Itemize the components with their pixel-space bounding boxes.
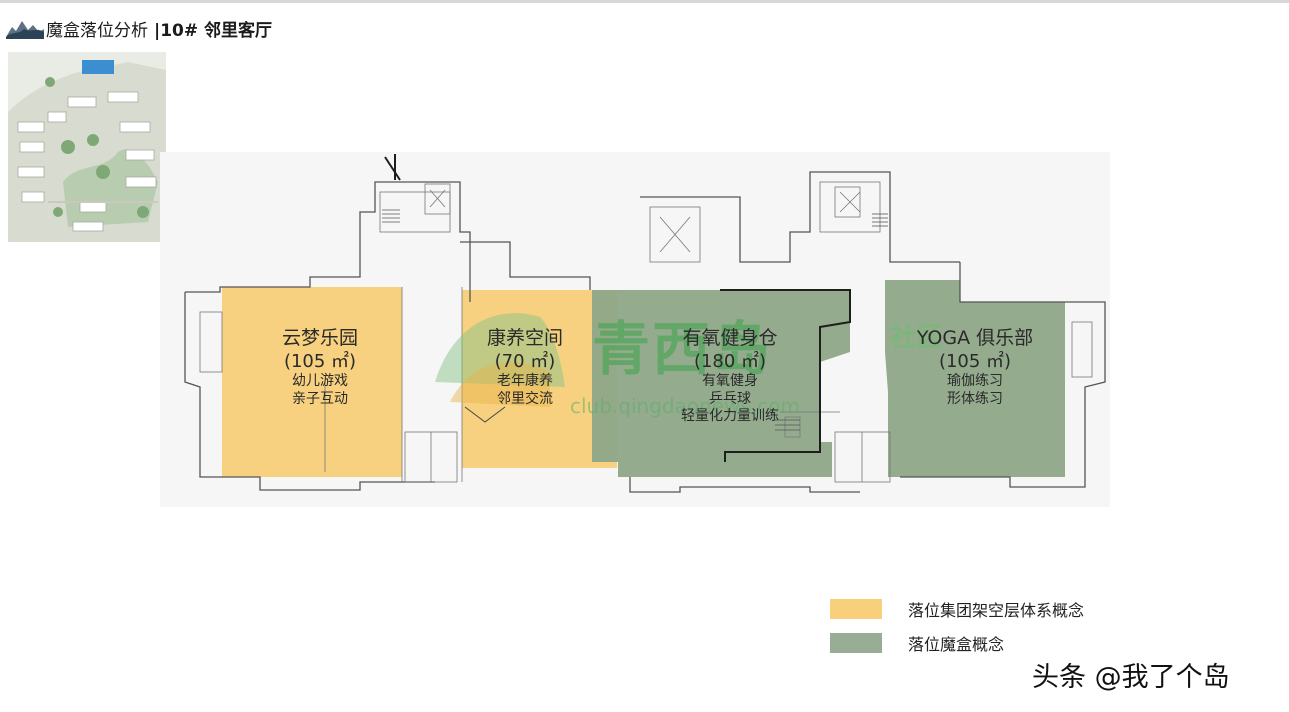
- top-border: [0, 0, 1289, 3]
- legend-label: 落位集团架空层体系概念: [908, 601, 1085, 620]
- zone-activity: 有氧健身: [702, 373, 758, 390]
- zone-activity: 瑜伽练习: [947, 373, 1003, 390]
- zone-activity: 形体练习: [947, 390, 1003, 407]
- zone-area: (105 ㎡): [283, 350, 357, 372]
- zone-fill-yoga: [885, 280, 1065, 477]
- watermark-tag: 社区: [890, 323, 943, 353]
- legend-swatch-green: [830, 633, 882, 653]
- zone-name: YOGA 俱乐部: [916, 327, 1034, 349]
- zone-area: (70 ㎡): [494, 350, 556, 372]
- zone-fill-yunmeng: [222, 287, 402, 477]
- zone-activity: 亲子互动: [292, 390, 348, 407]
- zone-label-yunmeng: 云梦乐园 (105 ㎡) 幼儿游戏 亲子互动: [240, 327, 400, 408]
- zone-area: (180 ㎡): [693, 350, 767, 372]
- zone-name: 有氧健身仓: [682, 327, 778, 349]
- legend-swatch-yellow: [830, 599, 882, 619]
- legend: 落位集团架空层体系概念 落位魔盒概念: [830, 592, 1084, 660]
- zone-label-yoga: YOGA 俱乐部 (105 ㎡) 瑜伽练习 形体练习: [890, 327, 1060, 408]
- zone-label-kangyang: 康养空间 (70 ㎡) 老年康养 邻里交流: [450, 327, 600, 408]
- credit-watermark: 头条 @我了个岛: [1032, 662, 1230, 693]
- zone-label-fitness: 有氧健身仓 (180 ㎡) 有氧健身 乒乓球 轻量化力量训练: [630, 327, 830, 426]
- zone-activity: 幼儿游戏: [292, 373, 348, 390]
- zone-activity: 乒乓球: [709, 390, 751, 407]
- watermark-chinese: 青西岛: [592, 315, 773, 383]
- watermark-url: club.qingdaonews.com: [570, 394, 800, 418]
- floor-plan: 青西岛 club.qingdaonews.com 社区 云梦乐园 (105 ㎡)…: [160, 152, 1110, 507]
- slide-header: 魔盒落位分析 |10# 邻里客厅: [6, 14, 272, 42]
- watermark-logo-icon: [435, 313, 565, 407]
- page-title: 魔盒落位分析: [46, 20, 148, 41]
- zone-name: 康养空间: [486, 327, 563, 349]
- zone-name: 云梦乐园: [281, 327, 358, 349]
- zone-activity: 轻量化力量训练: [681, 408, 779, 425]
- legend-item-yellow: 落位集团架空层体系概念: [830, 592, 1084, 626]
- zone-activity: 老年康养: [497, 373, 553, 390]
- mountain-logo-icon: [6, 21, 44, 39]
- legend-label: 落位魔盒概念: [908, 635, 1005, 654]
- legend-item-green: 落位魔盒概念: [830, 626, 1084, 660]
- zone-area: (105 ㎡): [938, 350, 1012, 372]
- site-plan-thumbnail: [8, 52, 166, 242]
- zone-activity: 邻里交流: [497, 390, 553, 407]
- page-subtitle: |10# 邻里客厅: [154, 20, 273, 41]
